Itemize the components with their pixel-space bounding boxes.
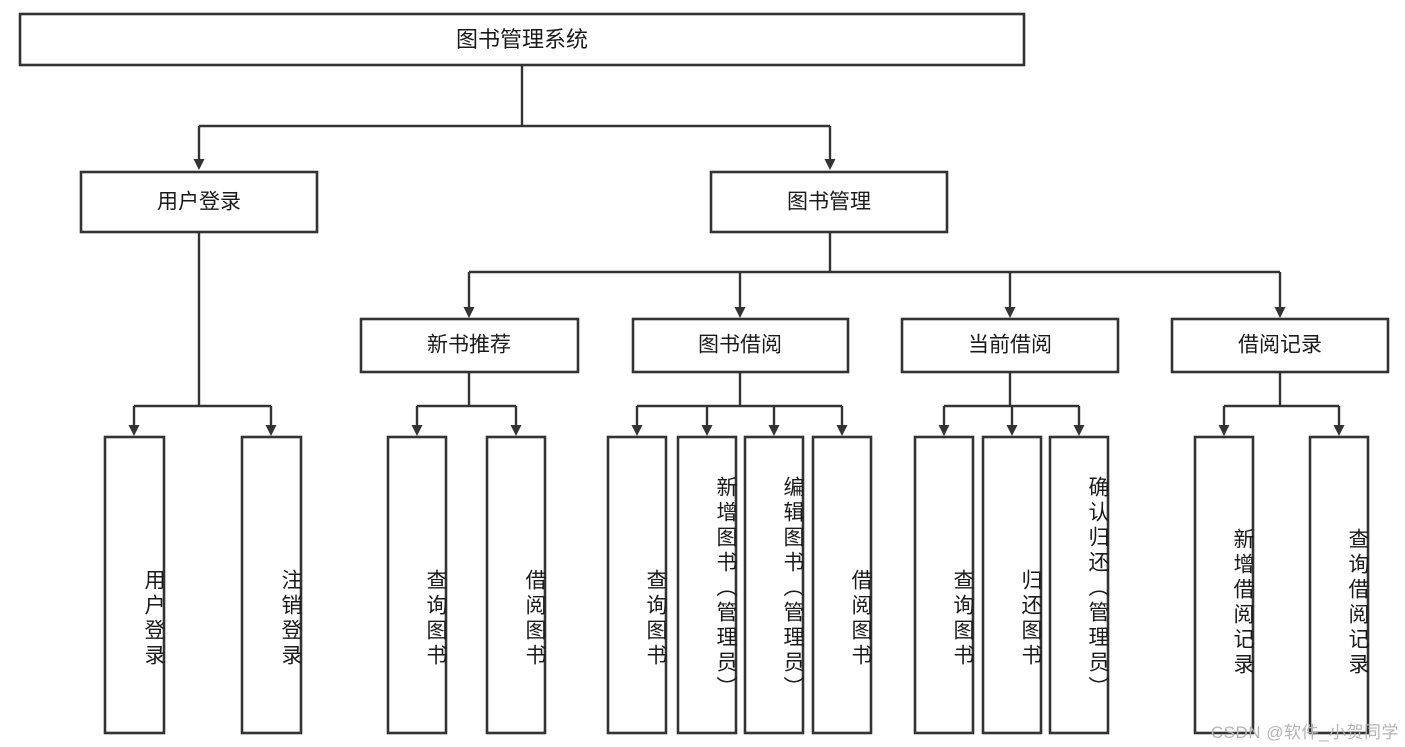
node-book-manage[interactable]: 图书管理 — [709, 170, 949, 234]
node-root-box[interactable] — [18, 12, 1026, 67]
node-current-borrow-box[interactable] — [900, 317, 1120, 374]
node-book-borrow[interactable]: 图书借阅 — [631, 317, 850, 374]
node-user-login-box[interactable] — [79, 170, 319, 234]
node-borrow-record-label: 借阅记录 — [1238, 334, 1322, 357]
node-leaf-edit-book-box[interactable] — [743, 435, 805, 735]
node-leaf-add-book-box[interactable] — [676, 435, 738, 735]
connector-layer — [128, 65, 1345, 436]
node-leaf-query-book-3-box[interactable] — [913, 435, 975, 735]
node-leaf-query-record-box[interactable] — [1308, 435, 1370, 735]
node-root[interactable]: 图书管理系统 — [18, 12, 1026, 67]
node-book-borrow-label: 图书借阅 — [698, 334, 782, 357]
node-leaf-confirm-return-box[interactable] — [1048, 435, 1110, 735]
node-book-borrow-box[interactable] — [631, 317, 850, 374]
node-leaf-add-record-box[interactable] — [1193, 435, 1255, 735]
csdn-watermark: CSDN @软件_小贺同学 — [1210, 723, 1399, 742]
leaf-layer — [103, 435, 1370, 735]
node-borrow-record[interactable]: 借阅记录 — [1170, 317, 1390, 374]
node-leaf-borrow-book-1-box[interactable] — [485, 435, 547, 735]
node-new-book-recommend-label: 新书推荐 — [427, 334, 511, 357]
node-new-book-recommend-box[interactable] — [359, 317, 580, 374]
node-user-login[interactable]: 用户登录 — [79, 170, 319, 234]
node-leaf-user-login-box[interactable] — [103, 435, 166, 735]
node-leaf-borrow-book-2-box[interactable] — [811, 435, 873, 735]
node-leaf-query-book-2-box[interactable] — [606, 435, 668, 735]
node-book-manage-label: 图书管理 — [787, 191, 871, 214]
node-leaf-return-book-box[interactable] — [981, 435, 1043, 735]
node-current-borrow-label: 当前借阅 — [968, 334, 1052, 357]
node-user-login-label: 用户登录 — [157, 191, 241, 214]
node-leaf-logout-box[interactable] — [240, 435, 303, 735]
node-current-borrow[interactable]: 当前借阅 — [900, 317, 1120, 374]
node-root-label: 图书管理系统 — [456, 27, 588, 52]
node-leaf-query-book-1-box[interactable] — [386, 435, 448, 735]
node-new-book-recommend[interactable]: 新书推荐 — [359, 317, 580, 374]
node-borrow-record-box[interactable] — [1170, 317, 1390, 374]
node-book-manage-box[interactable] — [709, 170, 949, 234]
